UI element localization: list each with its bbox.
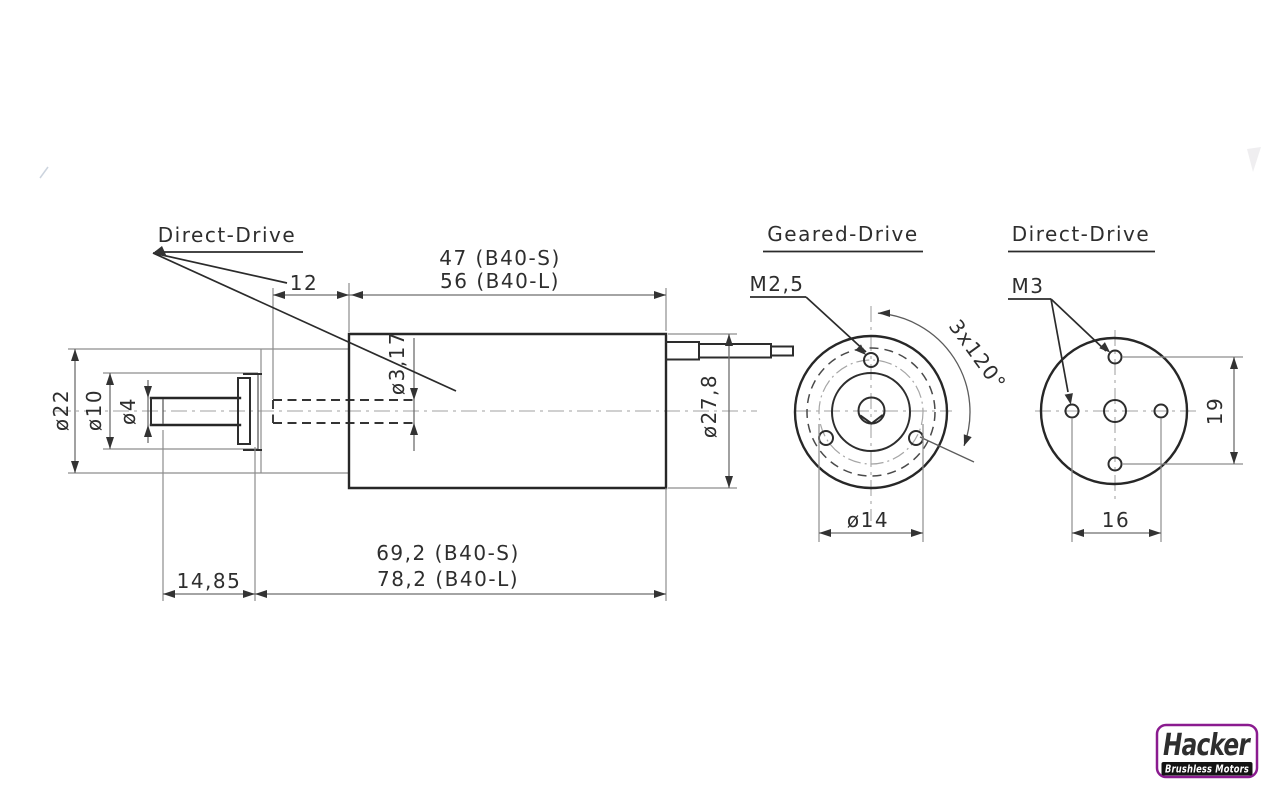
side-view: 12 47 (B40-S) 56 (B40-L) ø3,17 ø22 bbox=[49, 223, 794, 601]
gearbox-phantom-outline bbox=[68, 348, 349, 474]
dim-19-text: 19 bbox=[1203, 397, 1227, 425]
dia-27-8-text: ø27,8 bbox=[697, 374, 721, 438]
dim-78-2-text: 78,2 (B40-L) bbox=[377, 567, 519, 591]
dim-dia-4: ø4 bbox=[116, 380, 152, 443]
geared-drive-title: Geared-Drive bbox=[767, 222, 918, 246]
hacker-logo: Hacker Brushless Motors bbox=[1155, 723, 1259, 779]
dim-56-text: 56 (B40-L) bbox=[440, 269, 560, 293]
motor-cable bbox=[665, 341, 794, 361]
dim-14-85: 14,85 bbox=[162, 430, 256, 601]
dim-total-length: 69,2 (B40-S) 78,2 (B40-L) bbox=[255, 488, 667, 601]
geared-screw-hole-top bbox=[863, 352, 879, 368]
m3-label: M3 bbox=[1012, 274, 1045, 298]
dim-12: 12 bbox=[272, 271, 350, 399]
dim-69-2-text: 69,2 (B40-S) bbox=[376, 541, 520, 565]
direct-screw-hole-top bbox=[1107, 349, 1123, 365]
dia-3-17-text: ø3,17 bbox=[385, 331, 409, 395]
scan-artifacts bbox=[39, 147, 1261, 179]
direct-drive-left-label: Direct-Drive bbox=[158, 223, 296, 247]
dia-22-text: ø22 bbox=[49, 389, 73, 431]
dim-dia-14: ø14 bbox=[818, 424, 924, 542]
dim-dia-27-8: ø27,8 bbox=[668, 333, 737, 489]
direct-drive-callout: Direct-Drive bbox=[152, 223, 457, 392]
m3-callout: M3 bbox=[1008, 274, 1111, 405]
dia-10-text: ø10 bbox=[82, 389, 106, 431]
output-shaft bbox=[149, 396, 242, 427]
dim-16: 16 bbox=[1071, 418, 1162, 542]
dia-14-text: ø14 bbox=[847, 508, 889, 532]
shaft-collar bbox=[237, 377, 251, 445]
logo-tagline-text: Brushless Motors bbox=[1165, 764, 1249, 776]
direct-screw-hole-right bbox=[1153, 403, 1169, 419]
geared-boss-circle bbox=[831, 372, 911, 452]
geared-hidden-circle bbox=[806, 347, 936, 477]
shaft-flat bbox=[859, 414, 884, 425]
dim-dia-10: ø10 bbox=[82, 373, 114, 449]
dim-16-text: 16 bbox=[1102, 508, 1130, 532]
dia-4-text: ø4 bbox=[116, 397, 140, 425]
dim-47-56: 47 (B40-S) 56 (B40-L) bbox=[349, 246, 667, 331]
direct-outer-circle bbox=[1039, 336, 1189, 486]
direct-screw-hole-left bbox=[1064, 403, 1080, 419]
logo-tagline-bar bbox=[1161, 762, 1253, 776]
direct-drive-title: Direct-Drive bbox=[1012, 222, 1150, 246]
dim-dia-3-17: ø3,17 bbox=[385, 331, 418, 451]
geared-outer-circle bbox=[793, 334, 949, 490]
m2-5-label: M2,5 bbox=[749, 272, 804, 296]
direct-screw-hole-bottom bbox=[1107, 456, 1123, 472]
geared-bolt-circle bbox=[818, 359, 924, 465]
dim-12-text: 12 bbox=[290, 271, 318, 295]
hidden-shaft-dashed bbox=[272, 399, 413, 424]
direct-shaft-hole bbox=[1103, 399, 1127, 423]
dim-19: 19 bbox=[1122, 356, 1243, 465]
angle-120-text: 3x120° bbox=[944, 315, 1011, 395]
scan-smudge-corner bbox=[1247, 147, 1261, 172]
m2-5-callout: M2,5 bbox=[749, 272, 867, 355]
logo-brand-text: Hacker bbox=[1163, 728, 1251, 763]
geared-screw-hole-left bbox=[818, 430, 834, 446]
dim-47-text: 47 (B40-S) bbox=[439, 246, 561, 270]
front-housing bbox=[103, 372, 262, 451]
dim-14-85-text: 14,85 bbox=[177, 569, 242, 593]
geared-drive-view: Geared-Drive 3x120° M2,5 bbox=[749, 222, 1011, 542]
direct-drive-view: Direct-Drive M3 16 bbox=[1008, 222, 1243, 542]
dim-dia-22: ø22 bbox=[49, 349, 79, 473]
scan-smudge-left bbox=[39, 166, 49, 179]
